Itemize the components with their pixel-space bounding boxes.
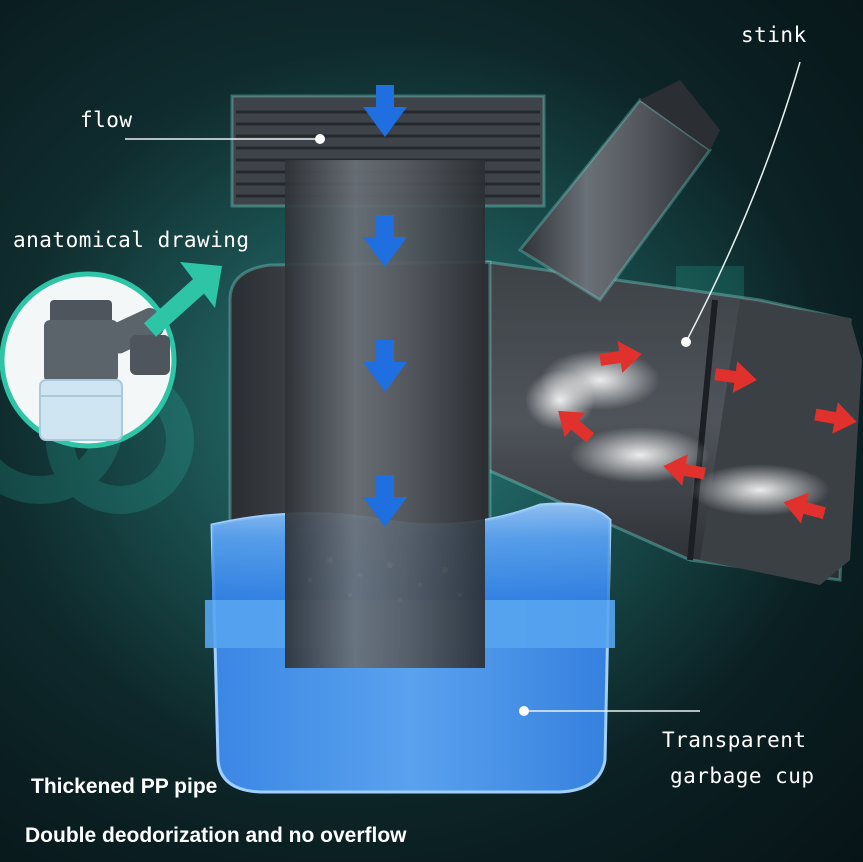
transparent-label: Transparent — [662, 728, 807, 752]
teal-arrow-icon — [143, 262, 222, 337]
stink-label: stink — [741, 23, 807, 47]
anatomical-thumbnail — [0, 271, 177, 449]
callout-lines — [125, 61, 801, 712]
garbage-cup-label: garbage cup — [670, 764, 815, 788]
anatomical-drawing-label: anatomical drawing — [13, 228, 250, 252]
thickened-pipe-caption: Thickened PP pipe — [31, 775, 218, 798]
callout-dots — [315, 134, 691, 716]
flow-label: flow — [80, 108, 133, 132]
double-deodorization-caption: Double deodorization and no overflow — [25, 824, 407, 847]
